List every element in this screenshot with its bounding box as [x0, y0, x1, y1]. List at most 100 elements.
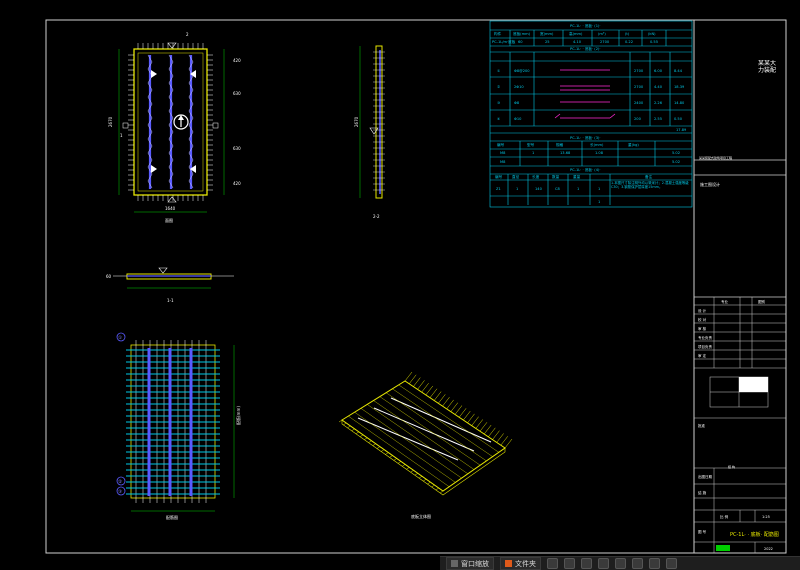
- rebar-line: [343, 422, 347, 426]
- bar-1-q: 8.44: [674, 69, 683, 73]
- side-dim-label: 2670: [354, 116, 359, 127]
- rebar-tag-2-label: ②: [118, 479, 122, 485]
- rebar-line: [367, 404, 468, 474]
- rebar-grid: [126, 340, 220, 503]
- rebar-line: [438, 394, 446, 404]
- side-stubs: [373, 51, 385, 191]
- title-black-cell: [739, 377, 768, 392]
- rebar-line: [425, 385, 434, 396]
- note-col-2: 长度: [532, 174, 540, 179]
- anchor-r1-4: 5.02: [672, 151, 680, 155]
- plan-view[interactable]: 1640 2670 420 630 630 420 面图 1 2: [108, 32, 241, 223]
- section-view[interactable]: 60 1-1: [106, 267, 234, 303]
- rebar-line: [471, 416, 479, 426]
- table-header-1: PC-1L· · 底板· (1)·: [570, 23, 601, 28]
- rebar-line: [406, 467, 410, 470]
- rebar-line: [364, 437, 368, 440]
- rebar-plan[interactable]: 配筋(mm) ① ② ③ 配筋图: [116, 332, 241, 520]
- rebar-line: [385, 452, 389, 455]
- rebar-line: [379, 396, 481, 466]
- title-block-frame: [693, 19, 787, 554]
- zoom-window-button[interactable]: 窗口缩放: [446, 557, 494, 570]
- rebar-line: [435, 487, 439, 491]
- undo-icon[interactable]: [632, 558, 643, 569]
- title-row-4: 项目负责: [698, 344, 712, 349]
- table-col-2: 宽(mm): [540, 31, 554, 36]
- rebar-line: [355, 431, 359, 435]
- iso-view[interactable]: 底板立体图: [338, 371, 513, 519]
- section-level-icon: [158, 267, 168, 274]
- title-block[interactable]: 某某大力装配 某某装配式建筑项目工程 施工图设计: [699, 60, 778, 187]
- side-view[interactable]: 2670 2-2: [354, 45, 385, 219]
- table-val-2: 25: [545, 40, 550, 44]
- copy-icon[interactable]: [649, 558, 660, 569]
- iso-slab-top: [341, 380, 506, 492]
- rebar-line: [492, 430, 500, 440]
- line-icon[interactable]: [598, 558, 609, 569]
- stage-label: 施工图设计: [700, 181, 720, 187]
- bar-3-len: 2400: [634, 101, 644, 105]
- rebar-line: [360, 408, 462, 479]
- rebar-line: [373, 400, 475, 470]
- table-val-5: 0.22: [625, 40, 633, 44]
- note-total: 1: [598, 200, 600, 204]
- bar-3-w: 2.26: [654, 101, 663, 105]
- plan-right-dim-3: 630: [233, 146, 241, 151]
- bar-3-dia: Φ8: [514, 101, 520, 105]
- anchor-col-1: 型号: [527, 142, 535, 147]
- rebar-line: [398, 384, 499, 453]
- folder-button[interactable]: 文件夹: [500, 557, 541, 570]
- rebar-line: [401, 464, 406, 467]
- drawing-no-label: 图 号: [698, 529, 707, 534]
- rect-icon[interactable]: [581, 558, 592, 569]
- pencil-icon[interactable]: [547, 558, 558, 569]
- rebar-line: [458, 408, 467, 418]
- bar-2-q: 18.39: [674, 85, 685, 89]
- rebar-line: [483, 424, 492, 435]
- bar-2-dia: 2Φ10: [514, 85, 524, 89]
- rebar-line: [392, 388, 493, 457]
- section-caption: 1-1: [167, 298, 174, 303]
- table-text: PC-1L· · 底板· (1)· 构件 底板(mm) 宽(mm) 高(mm) …: [492, 23, 687, 204]
- table-header-4: PC-1L· · 底板· (4)·: [570, 167, 601, 172]
- date-label: 出图日期: [698, 474, 712, 479]
- rebar-line: [450, 402, 459, 412]
- schedule-table[interactable]: [489, 20, 693, 208]
- approve-label: 批准: [698, 423, 706, 428]
- rebar-line: [467, 413, 475, 424]
- iso-trusses: [357, 397, 492, 461]
- rebar-line: [341, 419, 444, 492]
- rebar-line: [500, 436, 509, 446]
- title-labels: 设 计 校 对 审 核 专业负责 项目负责 审 定 专业 图别 批准 结 构 出…: [698, 299, 784, 563]
- bar-1-dia: Φ8@200: [514, 69, 530, 73]
- side-level-icon: [369, 127, 379, 135]
- rebar-line: [504, 438, 513, 449]
- text-icon[interactable]: [564, 558, 575, 569]
- zoom-window-label: 窗口缩放: [461, 559, 489, 568]
- rebar-line: [431, 484, 435, 488]
- anchor-r1-0: M8: [500, 151, 506, 155]
- pen-icon[interactable]: [615, 558, 626, 569]
- title-row-1: 校 对: [698, 317, 707, 322]
- rebar-line: [463, 410, 471, 421]
- level-mark-icon: [167, 42, 177, 49]
- company-name-box: 某某大力装配: [758, 60, 776, 74]
- bar-2-len: 2700: [634, 85, 644, 89]
- rebar-tag-2: [116, 476, 126, 486]
- zoom-icon: [451, 560, 458, 567]
- plan-caption: 面图: [165, 217, 173, 223]
- rebar-line: [354, 412, 456, 483]
- rebar-line: [427, 481, 431, 485]
- note-col-3: 数量: [552, 174, 560, 179]
- table-val-4: 2700: [600, 40, 610, 44]
- bar-shapes: [554, 69, 616, 119]
- title-row-3: 专业负责: [698, 335, 712, 340]
- rebar-tag-1-label: ①: [118, 335, 122, 341]
- bar-4-dia: Φ10: [514, 117, 522, 121]
- save-icon[interactable]: [666, 558, 677, 569]
- mid-total: 17.89: [676, 128, 687, 132]
- rebar-line: [397, 461, 402, 464]
- rebar-line: [385, 392, 487, 462]
- version-label: 2022: [764, 547, 773, 551]
